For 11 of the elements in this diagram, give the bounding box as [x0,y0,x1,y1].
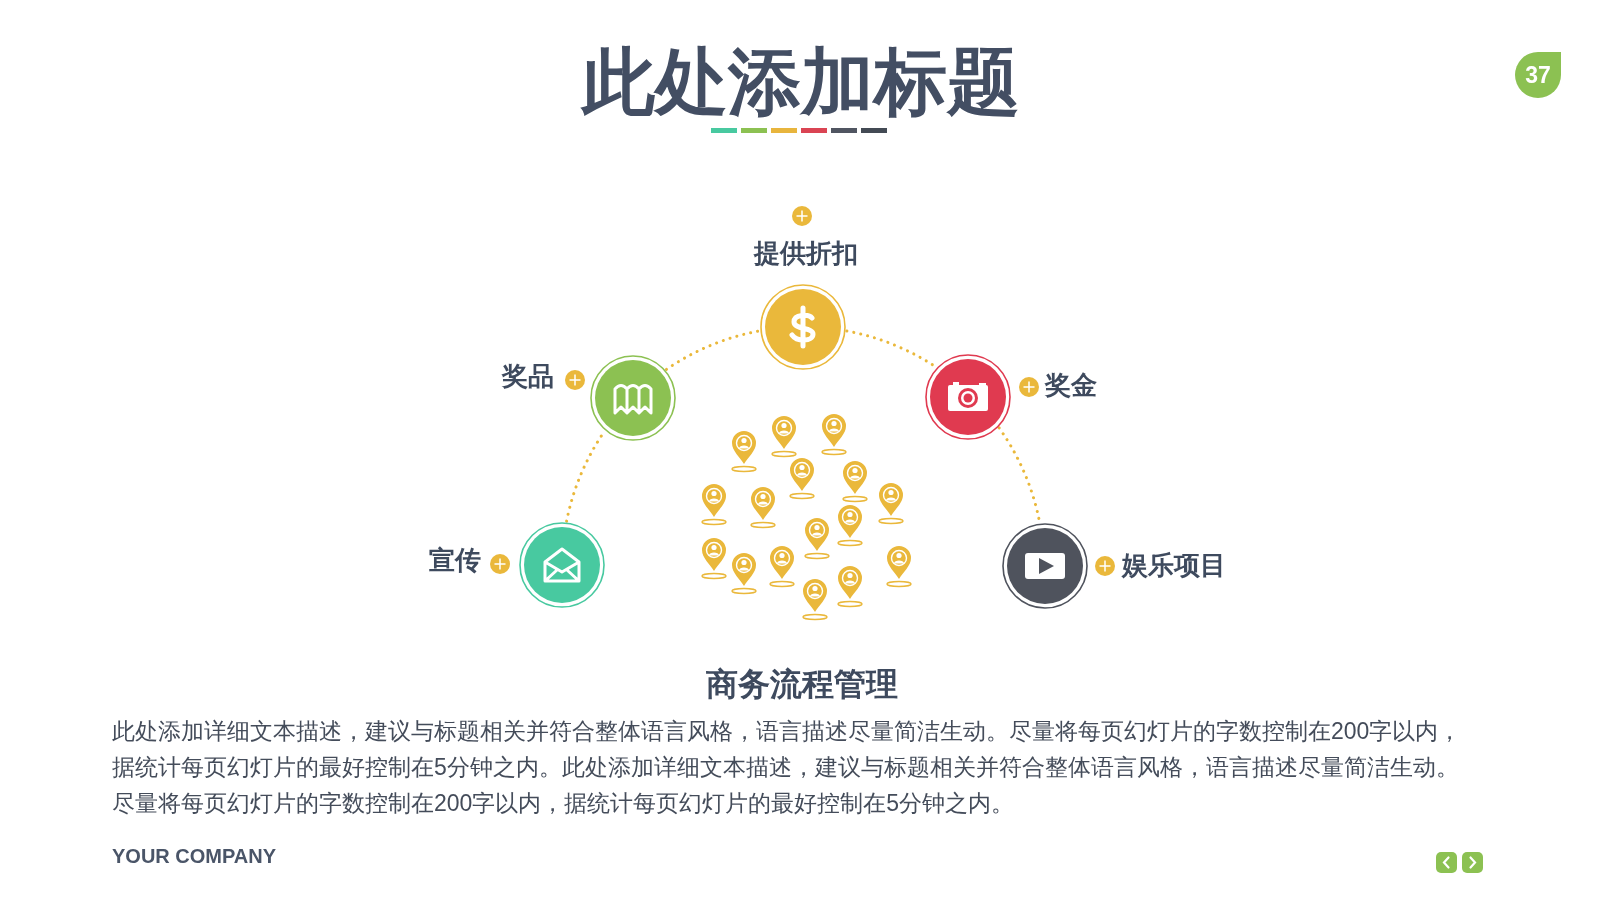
page-number-badge: 37 [1515,52,1561,98]
slide-title: 此处添加标题 [582,41,1020,123]
section-heading: 商务流程管理 [706,665,898,703]
node-label: 奖品 [502,361,554,391]
node-label: 娱乐项目 [1122,550,1226,580]
node-label: 奖金 [1045,370,1097,400]
connector-arc [664,329,761,371]
description-paragraph: 此处添加详细文本描述，建议与标题相关并符合整体语言风格，语言描述尽量简洁生动。尽量将每页幻灯片的字数控制在200字以内，据统计每页幻灯片的最好控制在5分钟之内。此处添加详细文本描述，建议与标题相关并符合整体语言风格，语言描述尽量简洁生动。尽量将每页幻灯片的字数控制在200字以内，据统计每页幻灯片的最好控制在5分钟之内。 [112,717,1463,818]
node-label: 提供折扣 [754,238,858,268]
footer-text: YOUR COMPANY [112,844,277,868]
node-label: 宣传 [429,545,481,575]
